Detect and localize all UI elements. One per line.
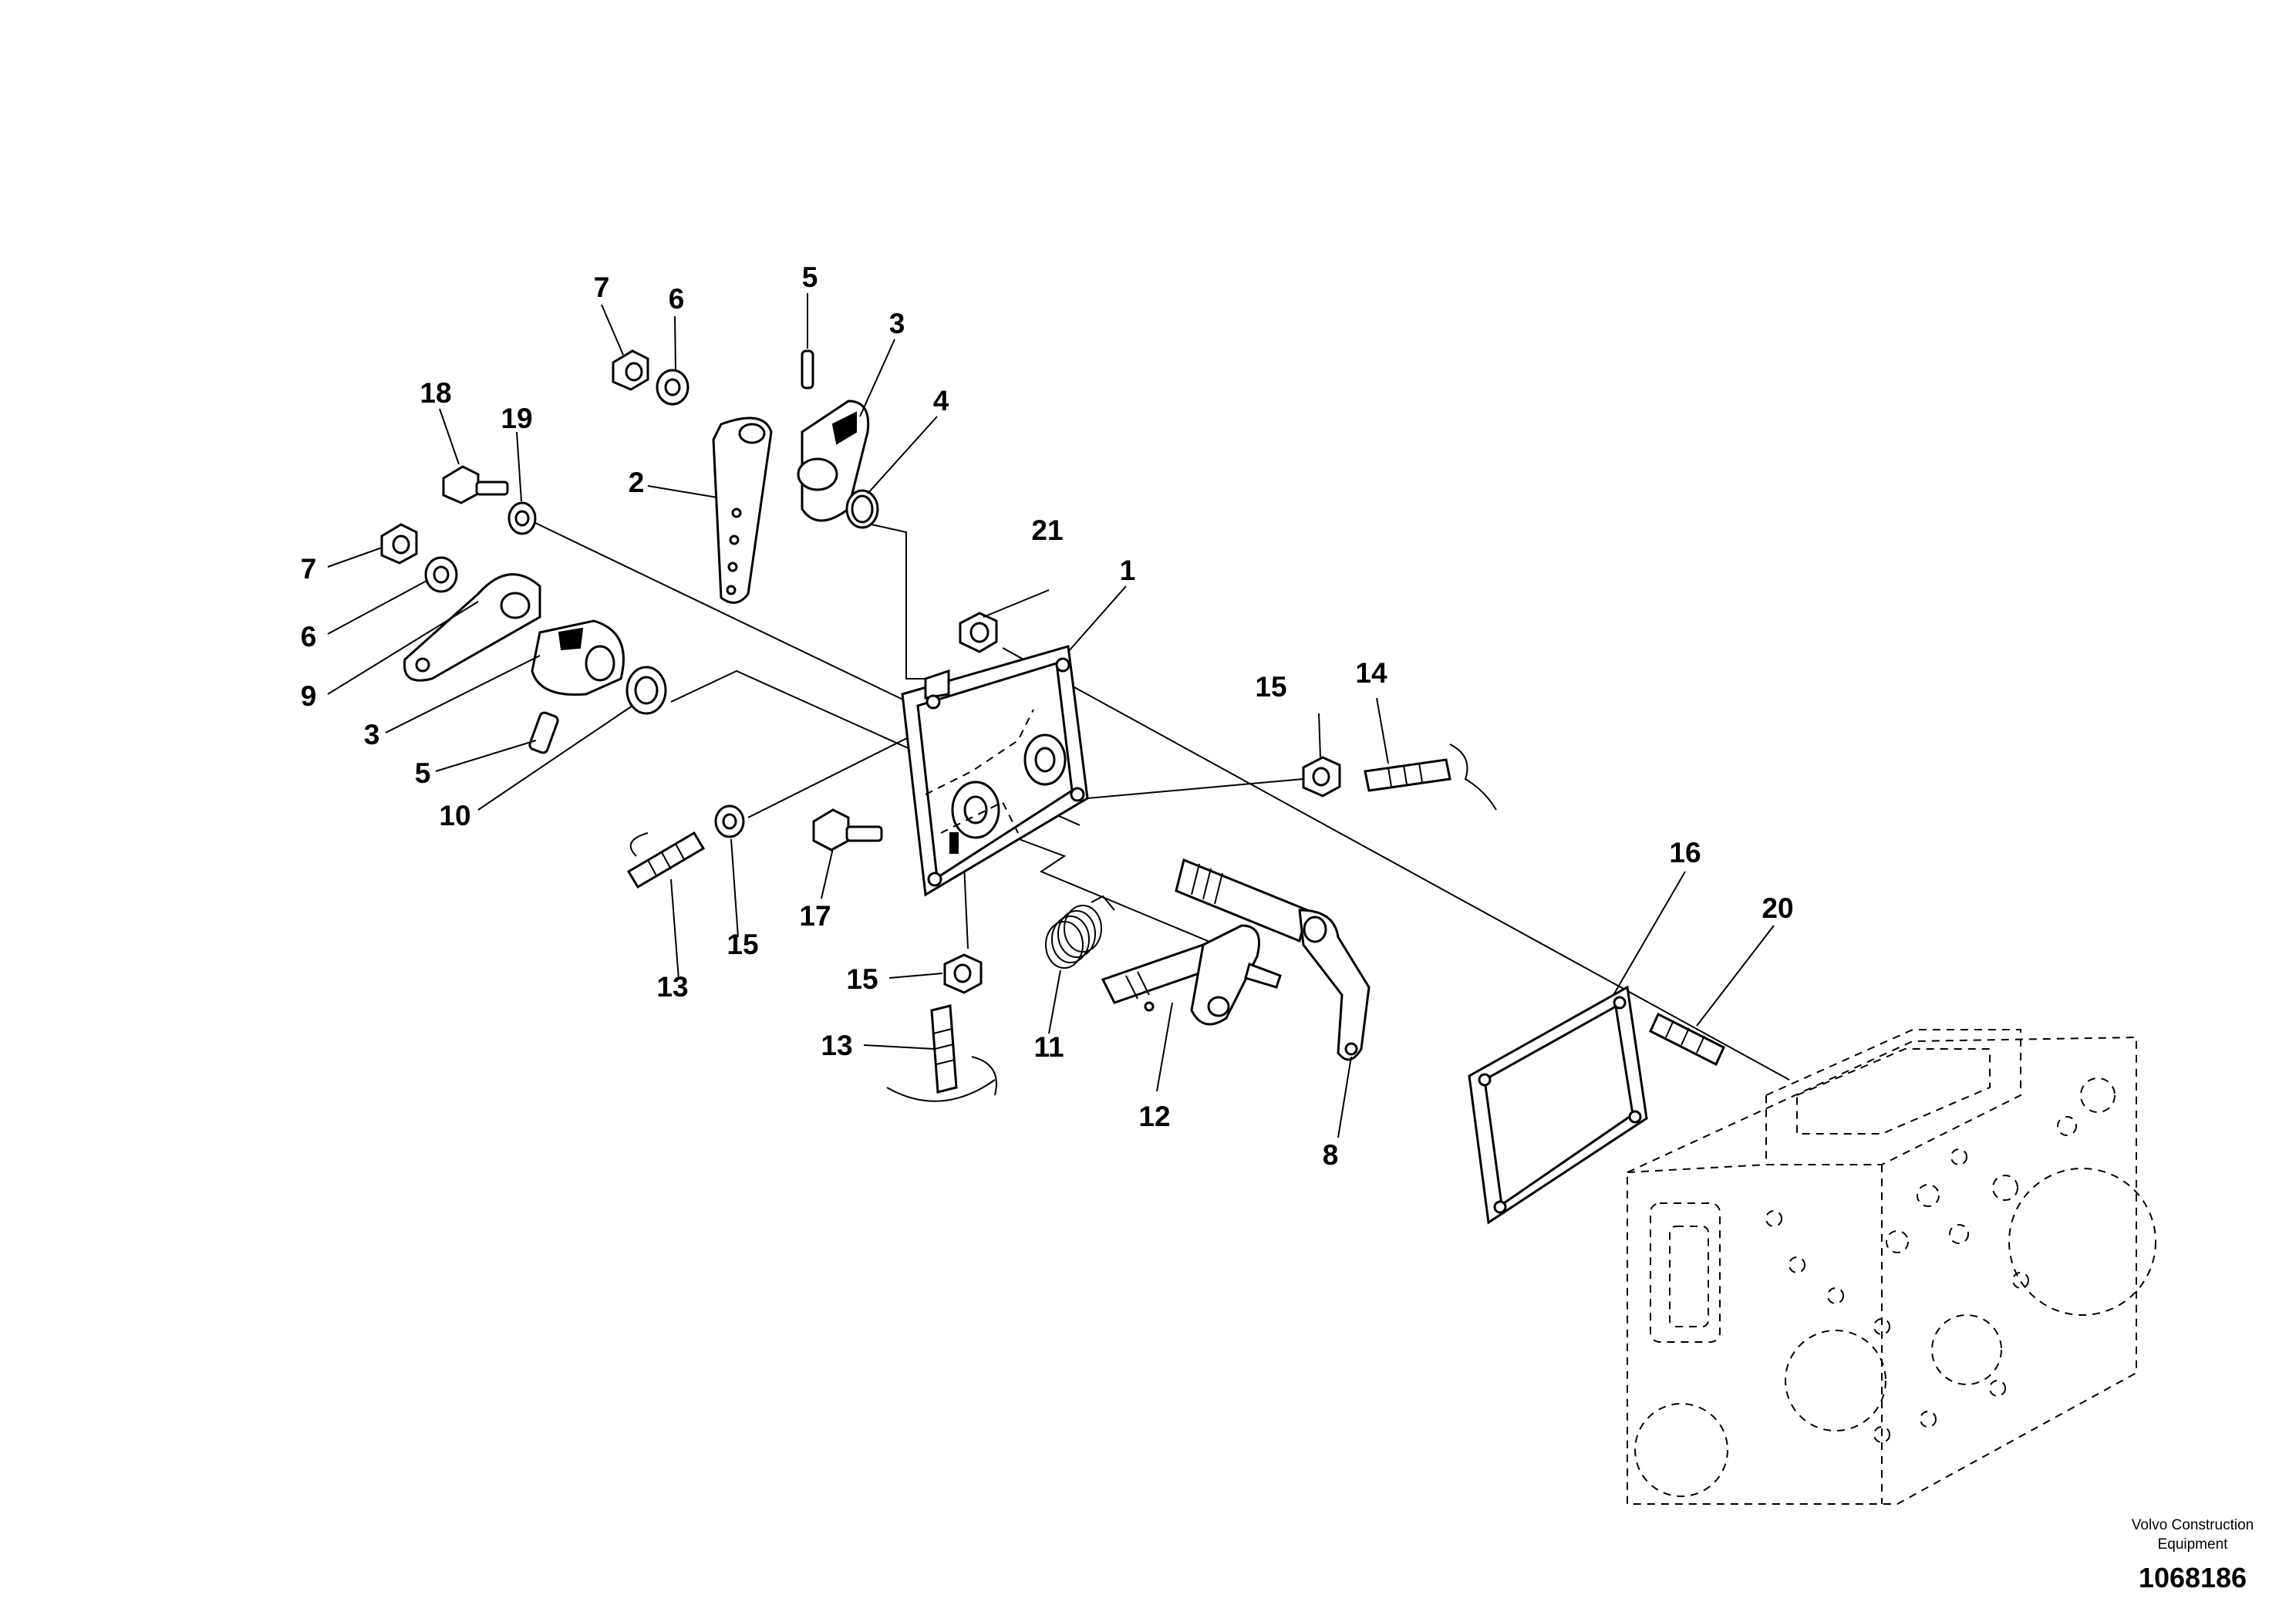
brand-line-2: Equipment	[2158, 1536, 2229, 1553]
leader-lines	[327, 293, 1775, 1138]
callout-18: 18	[420, 377, 451, 409]
nut-part-7-upper	[612, 349, 649, 391]
callout-8: 8	[1323, 1139, 1339, 1171]
callout-13-left: 13	[656, 971, 688, 1003]
washer-part-6-lower	[424, 556, 458, 593]
callout-21: 21	[1031, 514, 1063, 546]
nut-part-15-center	[943, 953, 983, 994]
governor-housing-part-1	[901, 645, 1089, 897]
screw-part-14	[1364, 744, 1497, 811]
callout-7-upper: 7	[594, 271, 610, 303]
callout-11: 11	[1033, 1031, 1064, 1063]
callout-19: 19	[501, 403, 532, 434]
lever-part-2	[712, 416, 773, 604]
callout-15-left: 15	[727, 929, 758, 960]
footer: Volvo Construction Equipment 1068186	[2132, 1517, 2254, 1593]
screw-part-13-center	[886, 1004, 997, 1102]
callout-10: 10	[439, 800, 470, 831]
lever-part-9	[403, 573, 541, 682]
callout-3-lower: 3	[364, 719, 380, 750]
stud-part-20	[1649, 1012, 1725, 1067]
callout-6-lower: 6	[301, 621, 317, 653]
seal-part-10	[625, 666, 667, 715]
callout-2: 2	[629, 467, 645, 498]
shaft-lever-part-8	[1175, 858, 1371, 1061]
washer-part-19	[507, 501, 537, 535]
callout-13-center: 13	[821, 1030, 852, 1061]
callout-17: 17	[799, 900, 831, 932]
doc-number: 1068186	[2139, 1562, 2247, 1593]
spring-part-11	[1045, 895, 1115, 969]
assembly-lines	[531, 521, 1790, 1081]
callout-1: 1	[1120, 555, 1136, 586]
engine-block	[1627, 1029, 2156, 1505]
screw-part-13-left	[626, 831, 706, 889]
callout-15-right: 15	[1255, 671, 1286, 703]
callout-16: 16	[1669, 837, 1701, 868]
brand-line-1: Volvo Construction	[2132, 1517, 2254, 1533]
nut-part-15-left	[714, 804, 745, 838]
callout-3-upper: 3	[889, 308, 905, 339]
callout-12: 12	[1138, 1101, 1170, 1132]
callout-15-center: 15	[846, 963, 878, 995]
nut-part-7-lower	[380, 523, 418, 565]
bolt-part-18	[442, 465, 509, 504]
shaft-lever-part-12	[1101, 924, 1282, 1026]
callout-5-lower: 5	[415, 757, 431, 789]
clamp-part-3-lower	[531, 619, 625, 696]
nut-part-21	[959, 612, 998, 653]
callout-6-upper: 6	[669, 283, 685, 315]
callout-20: 20	[1762, 892, 1793, 924]
o-ring-part-4	[845, 489, 879, 529]
callout-9: 9	[301, 680, 317, 712]
nut-part-15-right	[1302, 756, 1341, 798]
callout-4: 4	[933, 385, 949, 416]
clamp-part-3-upper	[797, 400, 870, 522]
callout-7-lower: 7	[301, 553, 317, 585]
washer-part-6-upper	[656, 369, 689, 406]
callout-5-upper: 5	[802, 261, 818, 293]
gasket-part-16	[1468, 985, 1648, 1225]
callout-14: 14	[1355, 657, 1387, 689]
pin-part-5-upper	[801, 349, 814, 389]
bolt-part-17	[812, 808, 883, 851]
pin-part-5-lower	[528, 711, 559, 754]
callout-labels: 7 6 5 3 4 2 18 19 7 6 9 3 5 10 21 1 15 1…	[301, 261, 1794, 1171]
